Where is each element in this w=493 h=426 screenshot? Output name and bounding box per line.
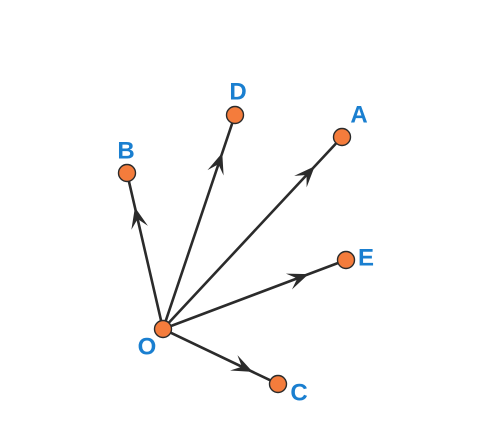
node-d: [225, 105, 245, 125]
arrowhead-o-e: [285, 273, 309, 290]
label-a: A: [350, 101, 367, 128]
edge-o-e: [169, 261, 340, 328]
node-b: [117, 163, 137, 183]
nodes-group: [117, 105, 356, 394]
arrowhead-o-a: [294, 166, 315, 188]
label-o: O: [138, 333, 157, 360]
edges-group: [127, 121, 340, 382]
label-c: C: [290, 379, 307, 406]
label-d: D: [229, 78, 246, 105]
arrowhead-o-b: [131, 207, 148, 230]
node-c: [268, 374, 288, 394]
label-b: B: [117, 137, 134, 164]
arrowhead-o-c: [230, 355, 253, 372]
labels-group: O A B C D E: [117, 78, 374, 406]
edge-o-b: [127, 179, 163, 323]
node-a: [332, 127, 352, 147]
node-e: [336, 250, 356, 270]
node-o: [153, 319, 173, 339]
label-e: E: [358, 244, 374, 271]
arrowhead-o-d: [207, 152, 224, 176]
edge-o-c: [169, 331, 272, 382]
